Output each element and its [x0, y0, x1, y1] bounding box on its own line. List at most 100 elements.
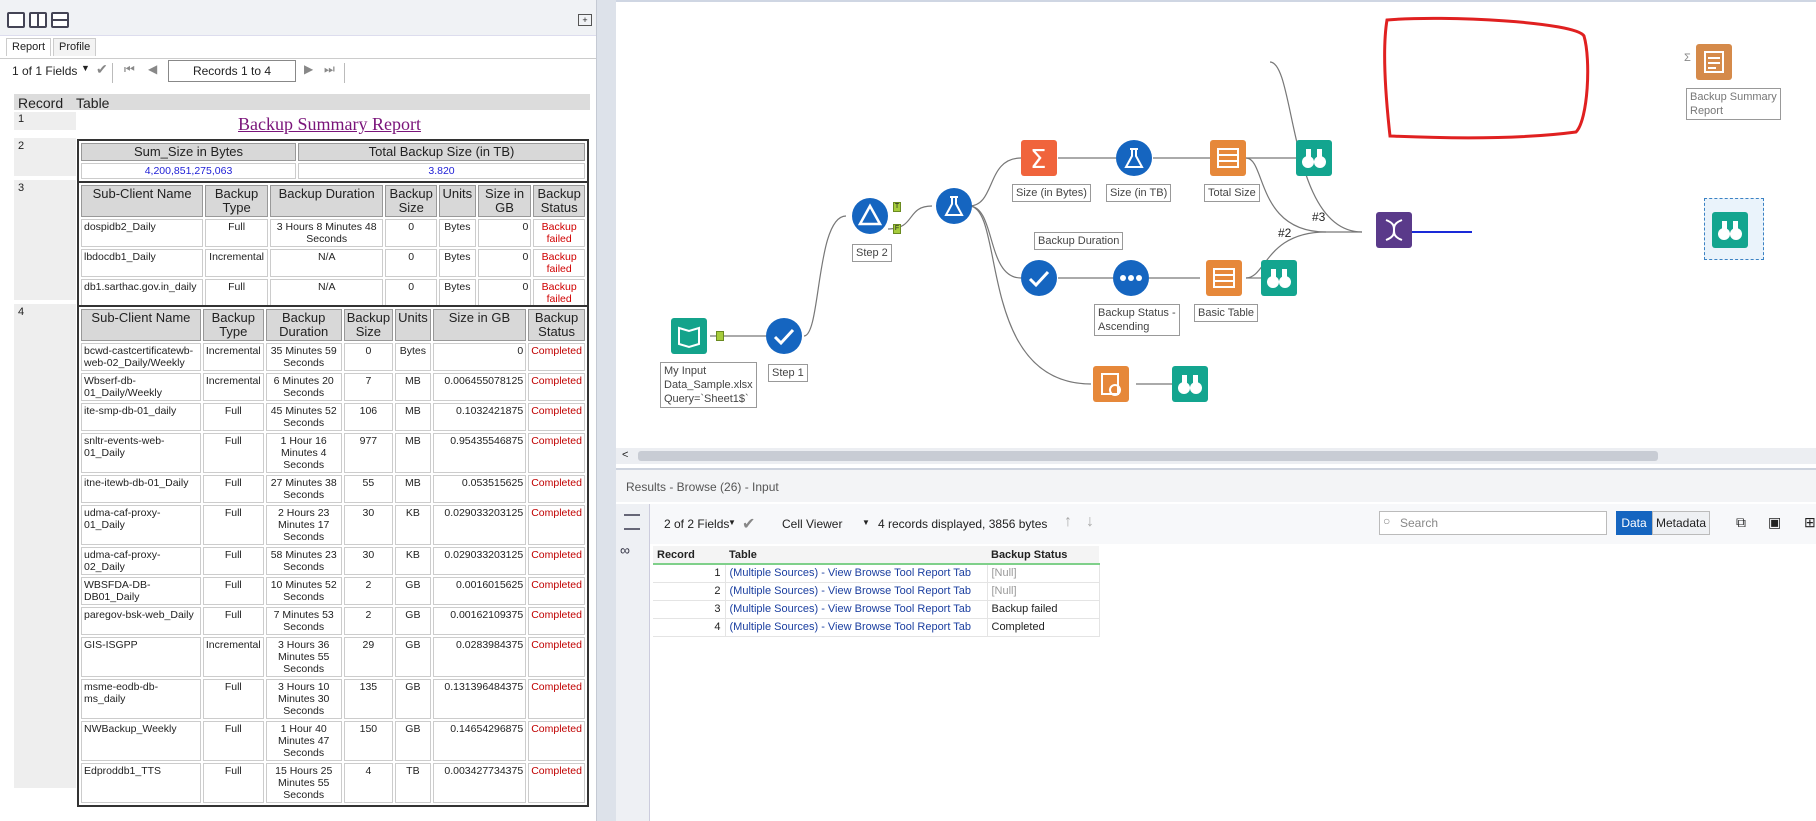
layout-horizontal-split-icon[interactable]	[51, 12, 69, 28]
fields-dropdown[interactable]: 2 of 2 Fields	[664, 517, 730, 531]
records-range-box[interactable]: Records 1 to 4	[168, 60, 296, 82]
browse-tool-binoculars-icon[interactable]	[1712, 212, 1748, 248]
union-tool-dna-icon[interactable]	[1376, 212, 1412, 248]
report-tool-icon[interactable]	[1093, 366, 1129, 402]
table-cell: Completed	[528, 343, 585, 371]
arrow-up-icon[interactable]: ↑	[1064, 513, 1072, 530]
table-row[interactable]: 1(Multiple Sources) - View Browse Tool R…	[653, 564, 1100, 583]
report-navbar: 1 of 1 Fields ▼ ✔ ⏮ ◀ ▶ ⏭	[0, 58, 600, 84]
browse-tool-binoculars-icon[interactable]	[1261, 260, 1297, 296]
table-cell: 150	[343, 721, 394, 761]
filter-tool-step2[interactable]	[852, 198, 888, 234]
rows-icon[interactable]	[624, 514, 640, 530]
table-cell: 1 Hour 40 Minutes 47 Seconds	[265, 721, 342, 761]
summarize-tool-bytes[interactable]: Σ	[1021, 140, 1057, 176]
table-cell: snltr-events-web-01_Daily	[81, 433, 201, 473]
sort-tool[interactable]	[1113, 260, 1149, 296]
report-title-link[interactable]: Backup Summary Report	[238, 114, 421, 134]
tab-report[interactable]: Report	[6, 38, 52, 56]
check-icon[interactable]: ✔	[742, 516, 756, 533]
scroll-thumb[interactable]	[638, 451, 1658, 461]
status-cell: Completed	[987, 618, 1100, 637]
scroll-left-icon[interactable]: <	[622, 449, 629, 461]
table-cell: 2	[343, 577, 394, 605]
table-cell: Completed	[528, 433, 585, 473]
input-data-tool[interactable]	[671, 318, 707, 354]
table-tool-basic[interactable]	[1206, 260, 1242, 296]
column-header: Backup Duration	[269, 185, 384, 217]
output-anchor[interactable]	[716, 331, 724, 341]
cell-viewer-dropdown[interactable]: Cell Viewer	[782, 517, 843, 531]
next-record-icon[interactable]: ▶	[304, 62, 314, 76]
layout-single-icon[interactable]	[7, 12, 25, 28]
layout-tool-summary-report[interactable]	[1696, 44, 1732, 80]
table-row[interactable]: 3(Multiple Sources) - View Browse Tool R…	[653, 600, 1100, 619]
summary-header: Total Backup Size (in TB)	[298, 143, 585, 161]
chevron-down-icon[interactable]: ▼	[728, 518, 736, 527]
browse-tool-binoculars-icon[interactable]	[1172, 366, 1208, 402]
table-row[interactable]: 4(Multiple Sources) - View Browse Tool R…	[653, 618, 1100, 637]
select-tool-status[interactable]	[1021, 260, 1057, 296]
table-cell: GIS-ISGPP	[81, 637, 201, 677]
formula-tool-backup-duration[interactable]	[936, 188, 972, 224]
table-cell: 29	[343, 637, 394, 677]
table-cell: Bytes	[439, 279, 476, 307]
fields-dropdown[interactable]: 1 of 1 Fields	[12, 64, 78, 78]
save-icon[interactable]: ▣	[1768, 514, 1782, 530]
true-anchor[interactable]: T	[893, 202, 901, 212]
table-row[interactable]: 2(Multiple Sources) - View Browse Tool R…	[653, 582, 1100, 601]
table-cell: Bytes	[395, 343, 431, 371]
false-anchor[interactable]: F	[893, 224, 901, 234]
table-cell: Bytes	[439, 249, 476, 277]
chevron-down-icon[interactable]: ▼	[862, 518, 870, 527]
prev-record-icon[interactable]: ◀	[148, 62, 158, 76]
panel-divider[interactable]	[596, 0, 616, 821]
browse-tool-binoculars-icon[interactable]	[1296, 140, 1332, 176]
record-number: 3	[18, 182, 25, 194]
select-tool-step1[interactable]	[766, 318, 802, 354]
table-cell: 0	[432, 343, 527, 371]
table-cell: db1.sarthac.gov.in_daily	[81, 279, 204, 307]
metadata-button[interactable]: Metadata	[1652, 511, 1710, 535]
layout-vertical-split-icon[interactable]	[29, 12, 47, 28]
col-header[interactable]: Table	[725, 546, 987, 565]
formula-tool-tb[interactable]	[1116, 140, 1152, 176]
record-number: 1	[18, 113, 25, 125]
chevron-down-icon[interactable]: ▼	[81, 63, 90, 73]
table-cell: bcwd-castcertificatewb-web-02_Daily/Week…	[81, 343, 201, 371]
connection	[968, 205, 1092, 385]
table-cell: Incremental	[202, 637, 264, 677]
column-header: Sub-Client Name	[81, 309, 201, 341]
copy-icon[interactable]: ⧉	[1736, 514, 1746, 530]
tab-profile[interactable]: Profile	[53, 38, 97, 56]
table-cell: GB	[395, 679, 431, 719]
table-cell: 0.003427734375	[432, 763, 527, 803]
table-cell: Incremental	[205, 249, 268, 277]
tool-label: Size (in Bytes)	[1012, 184, 1091, 202]
table-cell: WBSFDA-DB-DB01_Daily	[81, 577, 201, 605]
table-tool-total-size[interactable]	[1210, 140, 1246, 176]
col-header[interactable]: Backup Status	[987, 546, 1099, 565]
first-record-icon[interactable]: ⏮	[124, 62, 135, 76]
results-sidebar: ∞	[616, 504, 650, 821]
col-header[interactable]: Record	[653, 546, 725, 565]
tool-label: Basic Table	[1194, 304, 1259, 322]
status-cell: [Null]	[987, 564, 1100, 583]
check-icon[interactable]: ✔	[96, 61, 108, 77]
tool-label: Size (in TB)	[1106, 184, 1172, 202]
summary-header: Sum_Size in Bytes	[81, 143, 296, 161]
search-input[interactable]: Search	[1379, 511, 1607, 535]
add-icon[interactable]: ⊞	[1804, 514, 1816, 530]
last-record-icon[interactable]: ⏭	[324, 62, 335, 76]
table-cell: (Multiple Sources) - View Browse Tool Re…	[725, 618, 988, 637]
workflow-canvas[interactable]: T F Σ Σ My Input Data_Sample.xlsx	[616, 0, 1816, 448]
arrow-down-icon[interactable]: ↓	[1086, 513, 1094, 530]
table-cell: 0	[385, 219, 437, 247]
data-button[interactable]: Data	[1616, 511, 1652, 535]
tool-label: Total Size	[1204, 184, 1260, 202]
binoculars-icon[interactable]: ∞	[620, 542, 630, 558]
add-panel-icon[interactable]: +	[578, 14, 592, 26]
